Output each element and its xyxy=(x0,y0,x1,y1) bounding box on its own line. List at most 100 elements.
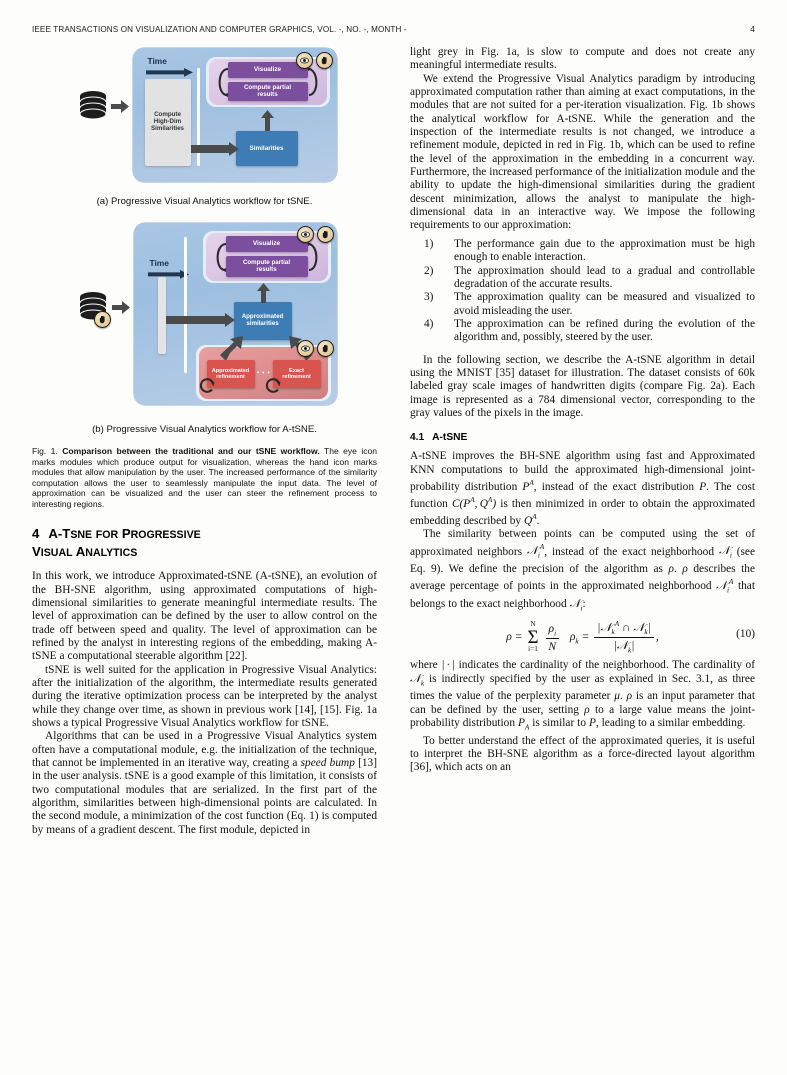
module-visualize-a: Visualize xyxy=(227,62,308,78)
subsection-title: A-tSNE xyxy=(432,432,468,444)
list-marker: 4) xyxy=(424,317,434,330)
subfigure-a-caption: (a) Progressive Visual Analytics workflo… xyxy=(96,196,313,207)
similarities-to-visualization-arrow-b xyxy=(256,283,270,303)
paragraph-text: describes the average percentage of poin… xyxy=(410,563,755,593)
refinement-self-loop-right xyxy=(265,378,280,393)
hand-icon xyxy=(93,311,111,328)
module-visualize-b: Visualize xyxy=(225,236,308,252)
paragraph: light grey in Fig. 1a, is slow to comput… xyxy=(410,46,755,72)
db-to-box-arrow xyxy=(110,100,129,113)
refinement-ellipsis: • • • xyxy=(256,369,271,377)
subsection-4-1-heading: 4.1 A-tSNE xyxy=(410,432,755,443)
paragraph-text: A-tSNE improves the BH-SNE algorithm usi… xyxy=(410,450,755,493)
math-rho: ρ xyxy=(626,690,633,703)
similarity-flow-arrow-a xyxy=(190,142,239,156)
refinement-self-loop-left xyxy=(199,378,214,393)
list-item-text: The approximation quality can be measure… xyxy=(454,291,755,317)
math-neighborhood-k: 𝒩k xyxy=(410,672,425,688)
module-label: Visualize xyxy=(252,240,281,248)
paragraph-text: to a large value means the joint-probabi… xyxy=(410,703,755,730)
math-p: P xyxy=(699,480,707,493)
eye-icon xyxy=(296,226,314,243)
similarity-flow-arrow-b xyxy=(165,313,235,327)
list-marker: 1) xyxy=(424,237,434,250)
paragraph: where | · | indicates the cardinality of… xyxy=(410,659,755,734)
time-label-b: Time xyxy=(149,258,169,268)
math-qa: QA xyxy=(524,513,537,527)
list-item: 3) The approximation quality can be meas… xyxy=(410,291,755,318)
diagram-b-canvas: Time xyxy=(78,221,338,419)
paragraph-text: where xyxy=(410,659,442,672)
time-label-a: Time xyxy=(147,56,167,66)
math-p-sub-a: PA xyxy=(517,717,530,732)
module-label: Visualize xyxy=(253,66,282,74)
database-icon xyxy=(78,292,107,321)
time-arrow-b xyxy=(147,270,189,279)
math-cardinality-operator: | · | xyxy=(441,659,455,672)
paragraph-text: , leading to a similar embedding. xyxy=(595,717,746,730)
module-label: Similarities xyxy=(249,144,284,152)
subfigure-b-caption: (b) Progressive Visual Analytics workflo… xyxy=(92,424,317,435)
paragraph-text: is indirectly specified by the user as e… xyxy=(410,672,755,703)
paragraph-text: , instead of the exact distribution xyxy=(533,480,700,493)
fraction-intersection: |𝒩kA ∩ 𝒩k||𝒩k| xyxy=(594,620,654,655)
journal-name: IEEE TRANSACTIONS ON VISUALIZATION AND C… xyxy=(32,25,407,34)
section-title-part: SNE xyxy=(70,529,93,541)
paragraph-text: is then minimized in order to obtain the… xyxy=(410,497,755,527)
requirements-list: 1) The performance gain due to the appro… xyxy=(410,238,755,345)
section-title-part: ROGRESSIVE xyxy=(130,529,201,541)
math-neighborhood-i: 𝒩i xyxy=(718,545,732,560)
math-neighborhood-approx-i: 𝒩iA xyxy=(526,543,545,560)
hand-icon xyxy=(316,340,334,357)
paragraph-text: . xyxy=(536,515,540,527)
section-title-part: ISUAL xyxy=(40,546,73,559)
similarities-to-visualization-arrow-a xyxy=(260,110,274,131)
list-item: 1) The performance gain due to the appro… xyxy=(410,238,755,265)
math-p: P xyxy=(588,717,596,730)
paragraph: We extend the Progressive Visual Analyti… xyxy=(410,72,755,232)
section-number: 4 xyxy=(32,526,40,541)
subsection-number: 4.1 xyxy=(410,432,425,444)
paragraph-text: [13] in the user analysis. tSNE is a goo… xyxy=(32,757,377,836)
module-similarities-a: Similarities xyxy=(235,131,298,166)
math-rho: ρ xyxy=(682,563,688,576)
paragraph-text: . xyxy=(673,563,683,576)
list-item-text: The approximation can be refined during … xyxy=(454,317,755,344)
paragraph-text: . The cost function xyxy=(410,480,755,510)
paragraph-text: , instead of the exact neighborhood xyxy=(544,545,719,558)
paragraph-text: is an input parameter that can be define… xyxy=(410,690,755,716)
list-item-text: The performance gain due to the approxim… xyxy=(454,237,755,264)
list-item-text: The approximation should lead to a gradu… xyxy=(454,264,755,290)
module-fast-initialization xyxy=(157,277,166,354)
section-title-part: V xyxy=(32,543,41,559)
figure-caption: Fig. 1. Comparison between the tradition… xyxy=(32,446,377,509)
section-title-part: FOR xyxy=(95,529,119,541)
paragraph: Algorithms that can be used in a Progres… xyxy=(32,730,377,837)
figure-caption-text: The eye icon marks modules which produce… xyxy=(32,446,378,509)
list-marker: 3) xyxy=(424,291,434,304)
figure-caption-bold: Comparison between the traditional and o… xyxy=(62,446,320,456)
db-to-box-arrow xyxy=(111,301,130,314)
paragraph-text: is similar to xyxy=(529,717,589,730)
time-divider-a xyxy=(196,68,200,166)
list-item: 4) The approximation can be refined duri… xyxy=(410,318,755,345)
paragraph: In this work, we introduce Approximated-… xyxy=(32,570,377,663)
emphasis-speed-bump: speed bump xyxy=(300,757,355,769)
paragraph: In the following section, we describe th… xyxy=(410,353,755,419)
paragraph-text: : xyxy=(582,597,586,610)
running-head: IEEE TRANSACTIONS ON VISUALIZATION AND C… xyxy=(32,24,755,34)
math-cost-function: C(PA, QA) xyxy=(451,496,497,510)
hand-icon xyxy=(316,226,334,243)
